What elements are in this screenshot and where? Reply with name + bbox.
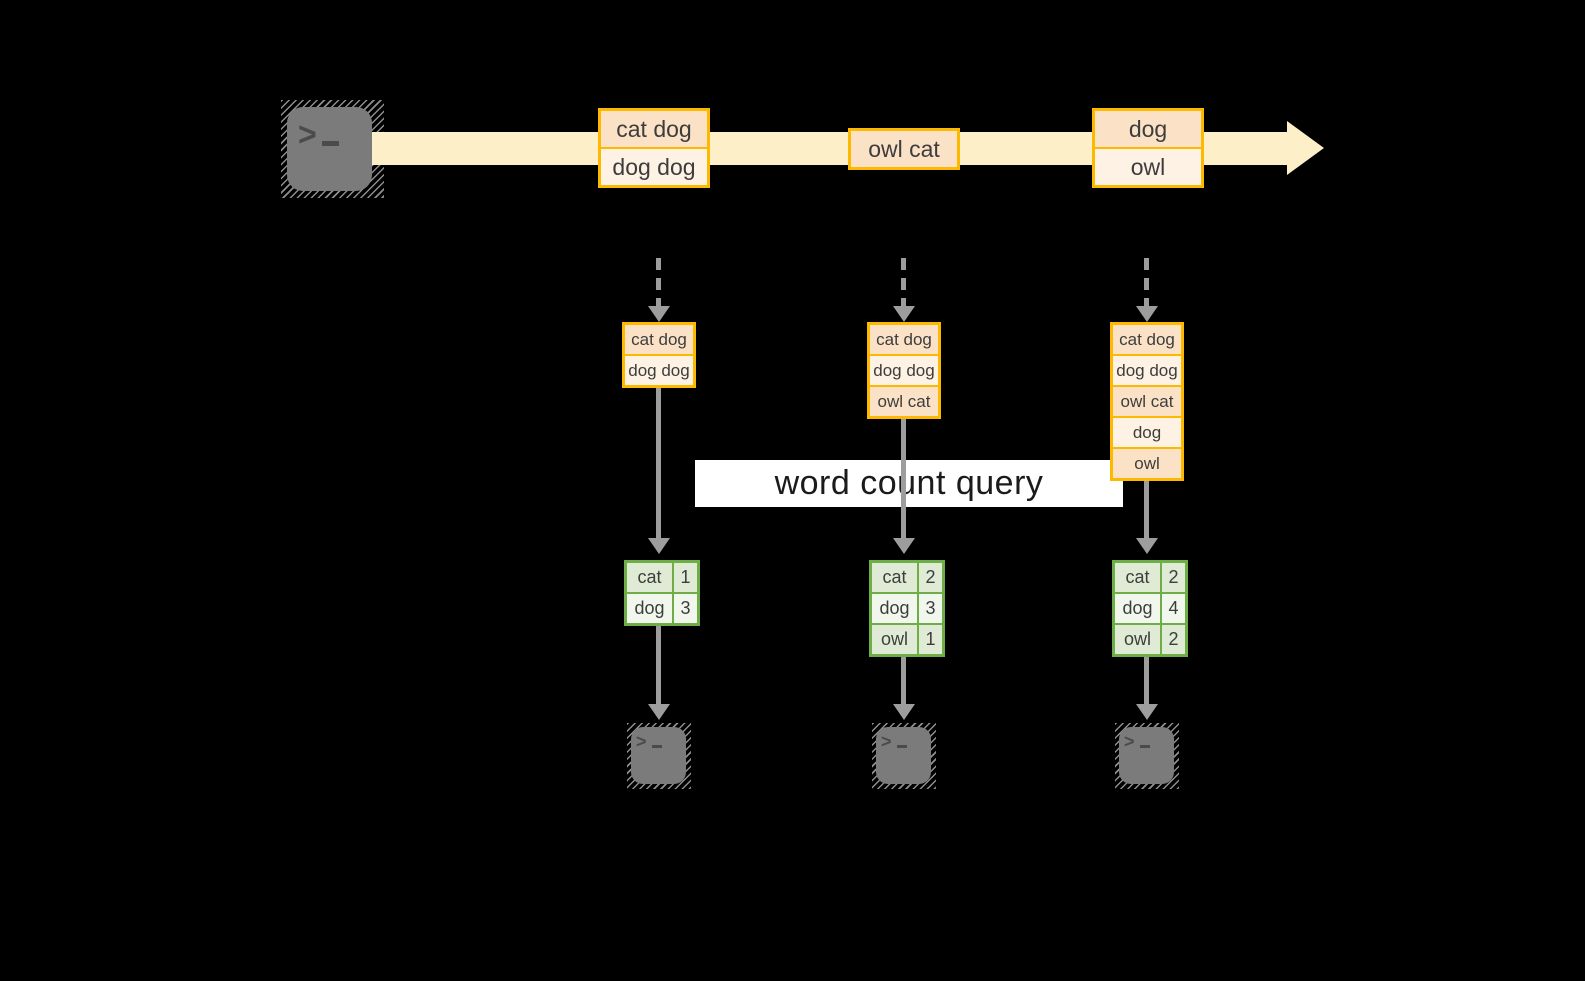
terminal-icon: > bbox=[281, 100, 384, 198]
arrow-line bbox=[1144, 481, 1149, 538]
arrowhead-icon bbox=[648, 306, 670, 322]
terminal-screen bbox=[631, 727, 686, 784]
arrowhead-icon bbox=[1136, 704, 1158, 720]
arrowhead-icon bbox=[893, 538, 915, 554]
terminal-icon: > bbox=[1115, 723, 1179, 789]
buffer-stack-1: cat dog dog dog bbox=[622, 322, 696, 388]
buffer-stack-2: cat dog dog dog owl cat bbox=[867, 322, 941, 419]
query-banner-label: word count query bbox=[774, 464, 1044, 502]
buffer-row: cat dog bbox=[1113, 325, 1181, 354]
event-line: owl cat bbox=[851, 131, 957, 167]
buffer-row: cat dog bbox=[870, 325, 938, 354]
count-value: 1 bbox=[919, 625, 942, 654]
arrowhead-icon bbox=[1136, 306, 1158, 322]
arrow-line bbox=[1144, 657, 1149, 704]
count-value: 1 bbox=[674, 563, 697, 592]
count-value: 4 bbox=[1162, 594, 1185, 623]
count-value: 2 bbox=[919, 563, 942, 592]
buffer-row: dog bbox=[1113, 418, 1181, 447]
count-word: owl bbox=[1115, 625, 1160, 654]
terminal-screen bbox=[287, 107, 372, 191]
buffer-stack-3: cat dog dog dog owl cat dog owl bbox=[1110, 322, 1184, 481]
stream-event-2: owl cat bbox=[848, 128, 960, 170]
count-word: cat bbox=[1115, 563, 1160, 592]
buffer-row: dog dog bbox=[870, 356, 938, 385]
event-line: cat dog bbox=[601, 111, 707, 147]
count-word: dog bbox=[872, 594, 917, 623]
event-line: dog bbox=[1095, 111, 1201, 147]
terminal-prompt-icon: > bbox=[881, 732, 907, 750]
stream-event-1: cat dog dog dog bbox=[598, 108, 710, 188]
count-value: 2 bbox=[1162, 563, 1185, 592]
count-value: 2 bbox=[1162, 625, 1185, 654]
arrowhead-icon bbox=[648, 538, 670, 554]
dashed-arrow-line bbox=[901, 258, 906, 306]
count-value: 3 bbox=[919, 594, 942, 623]
count-word: cat bbox=[872, 563, 917, 592]
buffer-row: owl cat bbox=[870, 387, 938, 416]
dashed-arrow-line bbox=[1144, 258, 1149, 306]
count-value: 3 bbox=[674, 594, 697, 623]
buffer-row: cat dog bbox=[625, 325, 693, 354]
terminal-prompt-icon: > bbox=[636, 732, 662, 750]
arrow-line bbox=[901, 419, 906, 538]
stream-arrowhead-icon bbox=[1287, 121, 1324, 175]
buffer-row: dog dog bbox=[625, 356, 693, 385]
terminal-screen bbox=[876, 727, 931, 784]
count-word: dog bbox=[627, 594, 672, 623]
terminal-prompt-icon: > bbox=[298, 117, 339, 151]
count-word: cat bbox=[627, 563, 672, 592]
buffer-row: owl cat bbox=[1113, 387, 1181, 416]
count-word: owl bbox=[872, 625, 917, 654]
buffer-row: dog dog bbox=[1113, 356, 1181, 385]
terminal-screen bbox=[1119, 727, 1174, 784]
arrowhead-icon bbox=[893, 306, 915, 322]
arrow-line bbox=[656, 388, 661, 538]
arrow-line bbox=[656, 626, 661, 704]
count-word: dog bbox=[1115, 594, 1160, 623]
arrowhead-icon bbox=[893, 704, 915, 720]
terminal-icon: > bbox=[872, 723, 936, 789]
terminal-icon: > bbox=[627, 723, 691, 789]
stream-event-3: dog owl bbox=[1092, 108, 1204, 188]
query-banner: word count query bbox=[695, 460, 1123, 507]
buffer-row: owl bbox=[1113, 449, 1181, 478]
count-table-3: cat 2 dog 4 owl 2 bbox=[1112, 560, 1188, 657]
count-table-2: cat 2 dog 3 owl 1 bbox=[869, 560, 945, 657]
dashed-arrow-line bbox=[656, 258, 661, 306]
event-line: owl bbox=[1095, 149, 1201, 185]
arrowhead-icon bbox=[1136, 538, 1158, 554]
event-line: dog dog bbox=[601, 149, 707, 185]
arrowhead-icon bbox=[648, 704, 670, 720]
arrow-line bbox=[901, 657, 906, 704]
terminal-prompt-icon: > bbox=[1124, 732, 1150, 750]
count-table-1: cat 1 dog 3 bbox=[624, 560, 700, 626]
